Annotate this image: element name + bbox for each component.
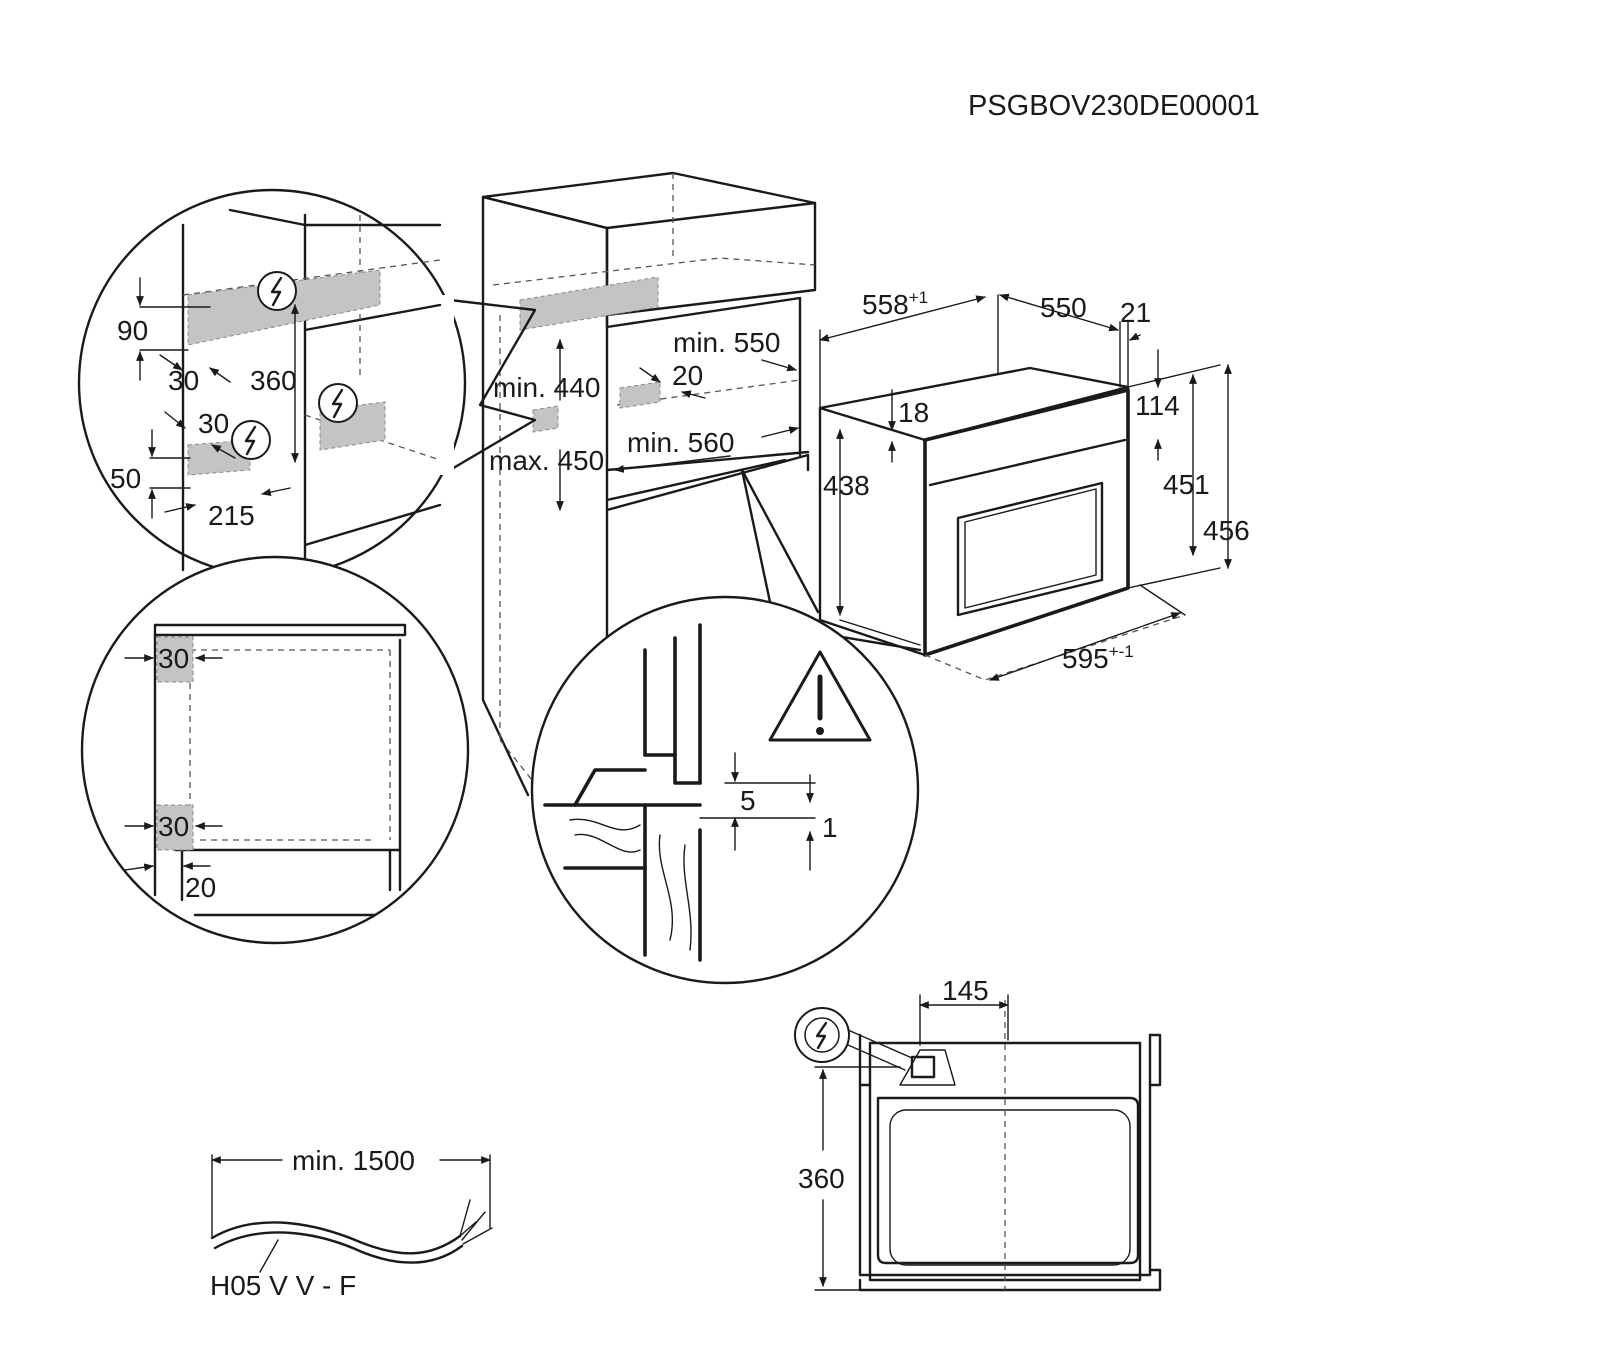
front-view-drawing [858, 994, 1162, 1292]
niche-depth-label: min. 550 [673, 327, 780, 358]
front-offset-label: 21 [1120, 297, 1151, 328]
oven-overview-drawing [818, 366, 1130, 657]
total-height-label: 456 [1203, 515, 1250, 546]
depth-tolerance: +1 [909, 288, 928, 307]
top-height-label: 90 [117, 315, 148, 346]
depth-value: 558 [862, 289, 909, 320]
panel-height-label: 114 [1135, 390, 1180, 421]
top-gap-label: 18 [898, 397, 929, 428]
electric-hazard-icon [257, 271, 297, 311]
width-value: 595 [1062, 643, 1109, 674]
body-depth-label: 550 [1040, 292, 1087, 323]
niche-offset-label: 20 [672, 360, 703, 391]
electric-hazard-icon [231, 420, 271, 460]
mid-offset-label: 30 [198, 408, 229, 439]
front-height-label: 451 [1163, 469, 1210, 500]
cable-type-label: H05 V V - F [210, 1270, 356, 1301]
width-tolerance: +-1 [1109, 642, 1134, 661]
vent-bottom-gap-label: 30 [158, 811, 189, 842]
niche-height-min-label: min. 440 [493, 372, 600, 403]
warning-triangle-icon [768, 650, 872, 742]
vent-side-gap-label: 20 [185, 872, 216, 903]
detail-ventilation-circle [80, 555, 470, 945]
electric-hazard-icon [794, 1007, 913, 1071]
detail-mounting-circle [530, 595, 920, 985]
socket-offset-label: 145 [942, 975, 989, 1006]
power-cable-drawing [210, 1154, 493, 1273]
cabinet-drawing [481, 171, 817, 797]
vent-top-gap-label: 30 [158, 643, 189, 674]
bottom-width-label: 215 [208, 500, 255, 531]
detail-electric-circle [77, 188, 537, 578]
document-code: PSGBOV230DE00001 [968, 90, 1260, 122]
niche-height-max-label: max. 450 [489, 445, 604, 476]
mounting-gap-label: 5 [740, 785, 756, 816]
cable-length-label: min. 1500 [292, 1145, 415, 1176]
width-label: 595+-1 [1062, 642, 1134, 674]
depth-label: 558+1 [862, 288, 928, 320]
niche-width-label: min. 560 [627, 427, 734, 458]
vertical-label: 360 [250, 365, 297, 396]
mounting-overlap-label: 1 [822, 812, 838, 843]
electric-hazard-icon [318, 383, 358, 423]
top-offset-label: 30 [168, 365, 199, 396]
socket-height-label: 360 [798, 1163, 845, 1194]
bottom-height-label: 50 [110, 463, 141, 494]
body-height-label: 438 [823, 470, 870, 501]
